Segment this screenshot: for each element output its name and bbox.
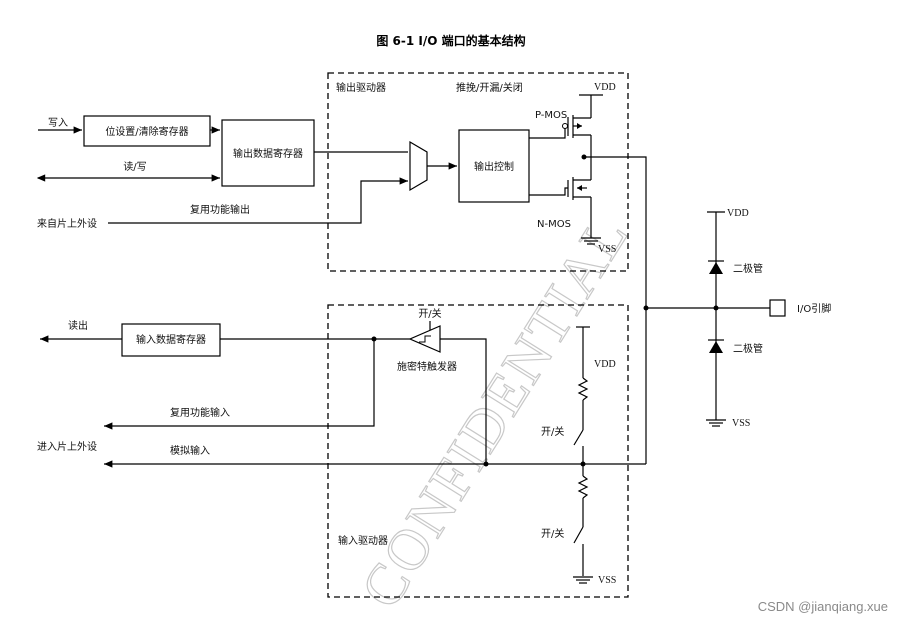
alt-function-input-label: 复用功能输入 bbox=[170, 406, 230, 419]
input-data-register bbox=[121, 323, 221, 357]
to-peripheral-label: 进入片上外设 bbox=[37, 440, 97, 453]
diode-bottom-label: 二极管 bbox=[733, 342, 763, 355]
set-reset-register bbox=[83, 115, 211, 147]
bus-node-left bbox=[643, 305, 649, 311]
alt-function-output-label: 复用功能输出 bbox=[190, 203, 250, 216]
nmos-label: N-MOS bbox=[537, 219, 571, 230]
csdn-credit: CSDN @jianqiang.xue bbox=[758, 599, 888, 614]
diode-top bbox=[708, 260, 724, 274]
vss-output-ground bbox=[581, 237, 601, 245]
vss-input-label: VSS bbox=[598, 575, 616, 586]
vss-protection-label: VSS bbox=[732, 418, 750, 429]
output-driver-box bbox=[327, 72, 629, 272]
output-mode-label: 推挽/开漏/关闭 bbox=[456, 81, 523, 94]
output-control-block bbox=[458, 129, 530, 203]
pullup-switch-label: 开/关 bbox=[541, 425, 564, 438]
output-mux bbox=[409, 140, 428, 192]
pullup-resistor bbox=[577, 377, 589, 401]
vss-protection-ground bbox=[706, 419, 726, 427]
output-data-register bbox=[221, 119, 315, 187]
vdd-output-label: VDD bbox=[594, 82, 616, 93]
bus-node-diode bbox=[713, 305, 719, 311]
nmos-transistor bbox=[567, 177, 591, 200]
io-pin-label: I/O引脚 bbox=[797, 302, 831, 315]
set-reset-register-label: 位设置/清除寄存器 bbox=[105, 125, 188, 138]
pulldown-switch-label: 开/关 bbox=[541, 527, 564, 540]
analog-node-schmitt bbox=[483, 461, 489, 467]
from-peripheral-label: 来自片上外设 bbox=[37, 217, 97, 230]
input-data-register-label: 输入数据寄存器 bbox=[136, 333, 206, 346]
pullup-switch bbox=[573, 429, 584, 464]
confidential-watermark: CONFIDENTIAL bbox=[348, 203, 641, 618]
input-driver-label: 输入驱动器 bbox=[338, 534, 388, 547]
input-driver-box bbox=[327, 304, 629, 598]
vdd-protection-label: VDD bbox=[727, 208, 749, 219]
vss-input-ground bbox=[573, 576, 593, 584]
pmos-gate-wire bbox=[529, 125, 568, 139]
io-pin bbox=[769, 299, 786, 317]
alt-function-input-line bbox=[104, 339, 375, 430]
pulldown-resistor bbox=[577, 475, 589, 499]
diode-top-label: 二极管 bbox=[733, 262, 763, 275]
output-control-label: 输出控制 bbox=[474, 160, 514, 173]
vss-output-label: VSS bbox=[598, 244, 616, 255]
analog-input-label: 模拟输入 bbox=[170, 444, 210, 457]
read-out-label: 读出 bbox=[68, 319, 88, 332]
output-data-register-label: 输出数据寄存器 bbox=[233, 147, 303, 160]
pulldown-switch bbox=[573, 526, 584, 576]
schmitt-input-wire bbox=[440, 338, 487, 464]
schmitt-trigger-label: 施密特触发器 bbox=[397, 360, 457, 373]
output-driver-label: 输出驱动器 bbox=[336, 81, 386, 94]
pmos-transistor bbox=[562, 115, 591, 138]
schmitt-trigger bbox=[408, 325, 441, 353]
diagram-title: 图 6-1 I/O 端口的基本结构 bbox=[376, 33, 525, 48]
write-label: 写入 bbox=[48, 117, 68, 129]
diode-bottom bbox=[708, 339, 724, 353]
vdd-input-label: VDD bbox=[594, 359, 616, 370]
nmos-gate-wire bbox=[529, 187, 568, 196]
schmitt-switch-label: 开/关 bbox=[418, 307, 441, 320]
output-to-pin-wire bbox=[584, 156, 647, 464]
read-write-label: 读/写 bbox=[123, 160, 146, 173]
pmos-label: P-MOS bbox=[535, 110, 567, 121]
alt-function-output-line bbox=[108, 177, 408, 224]
